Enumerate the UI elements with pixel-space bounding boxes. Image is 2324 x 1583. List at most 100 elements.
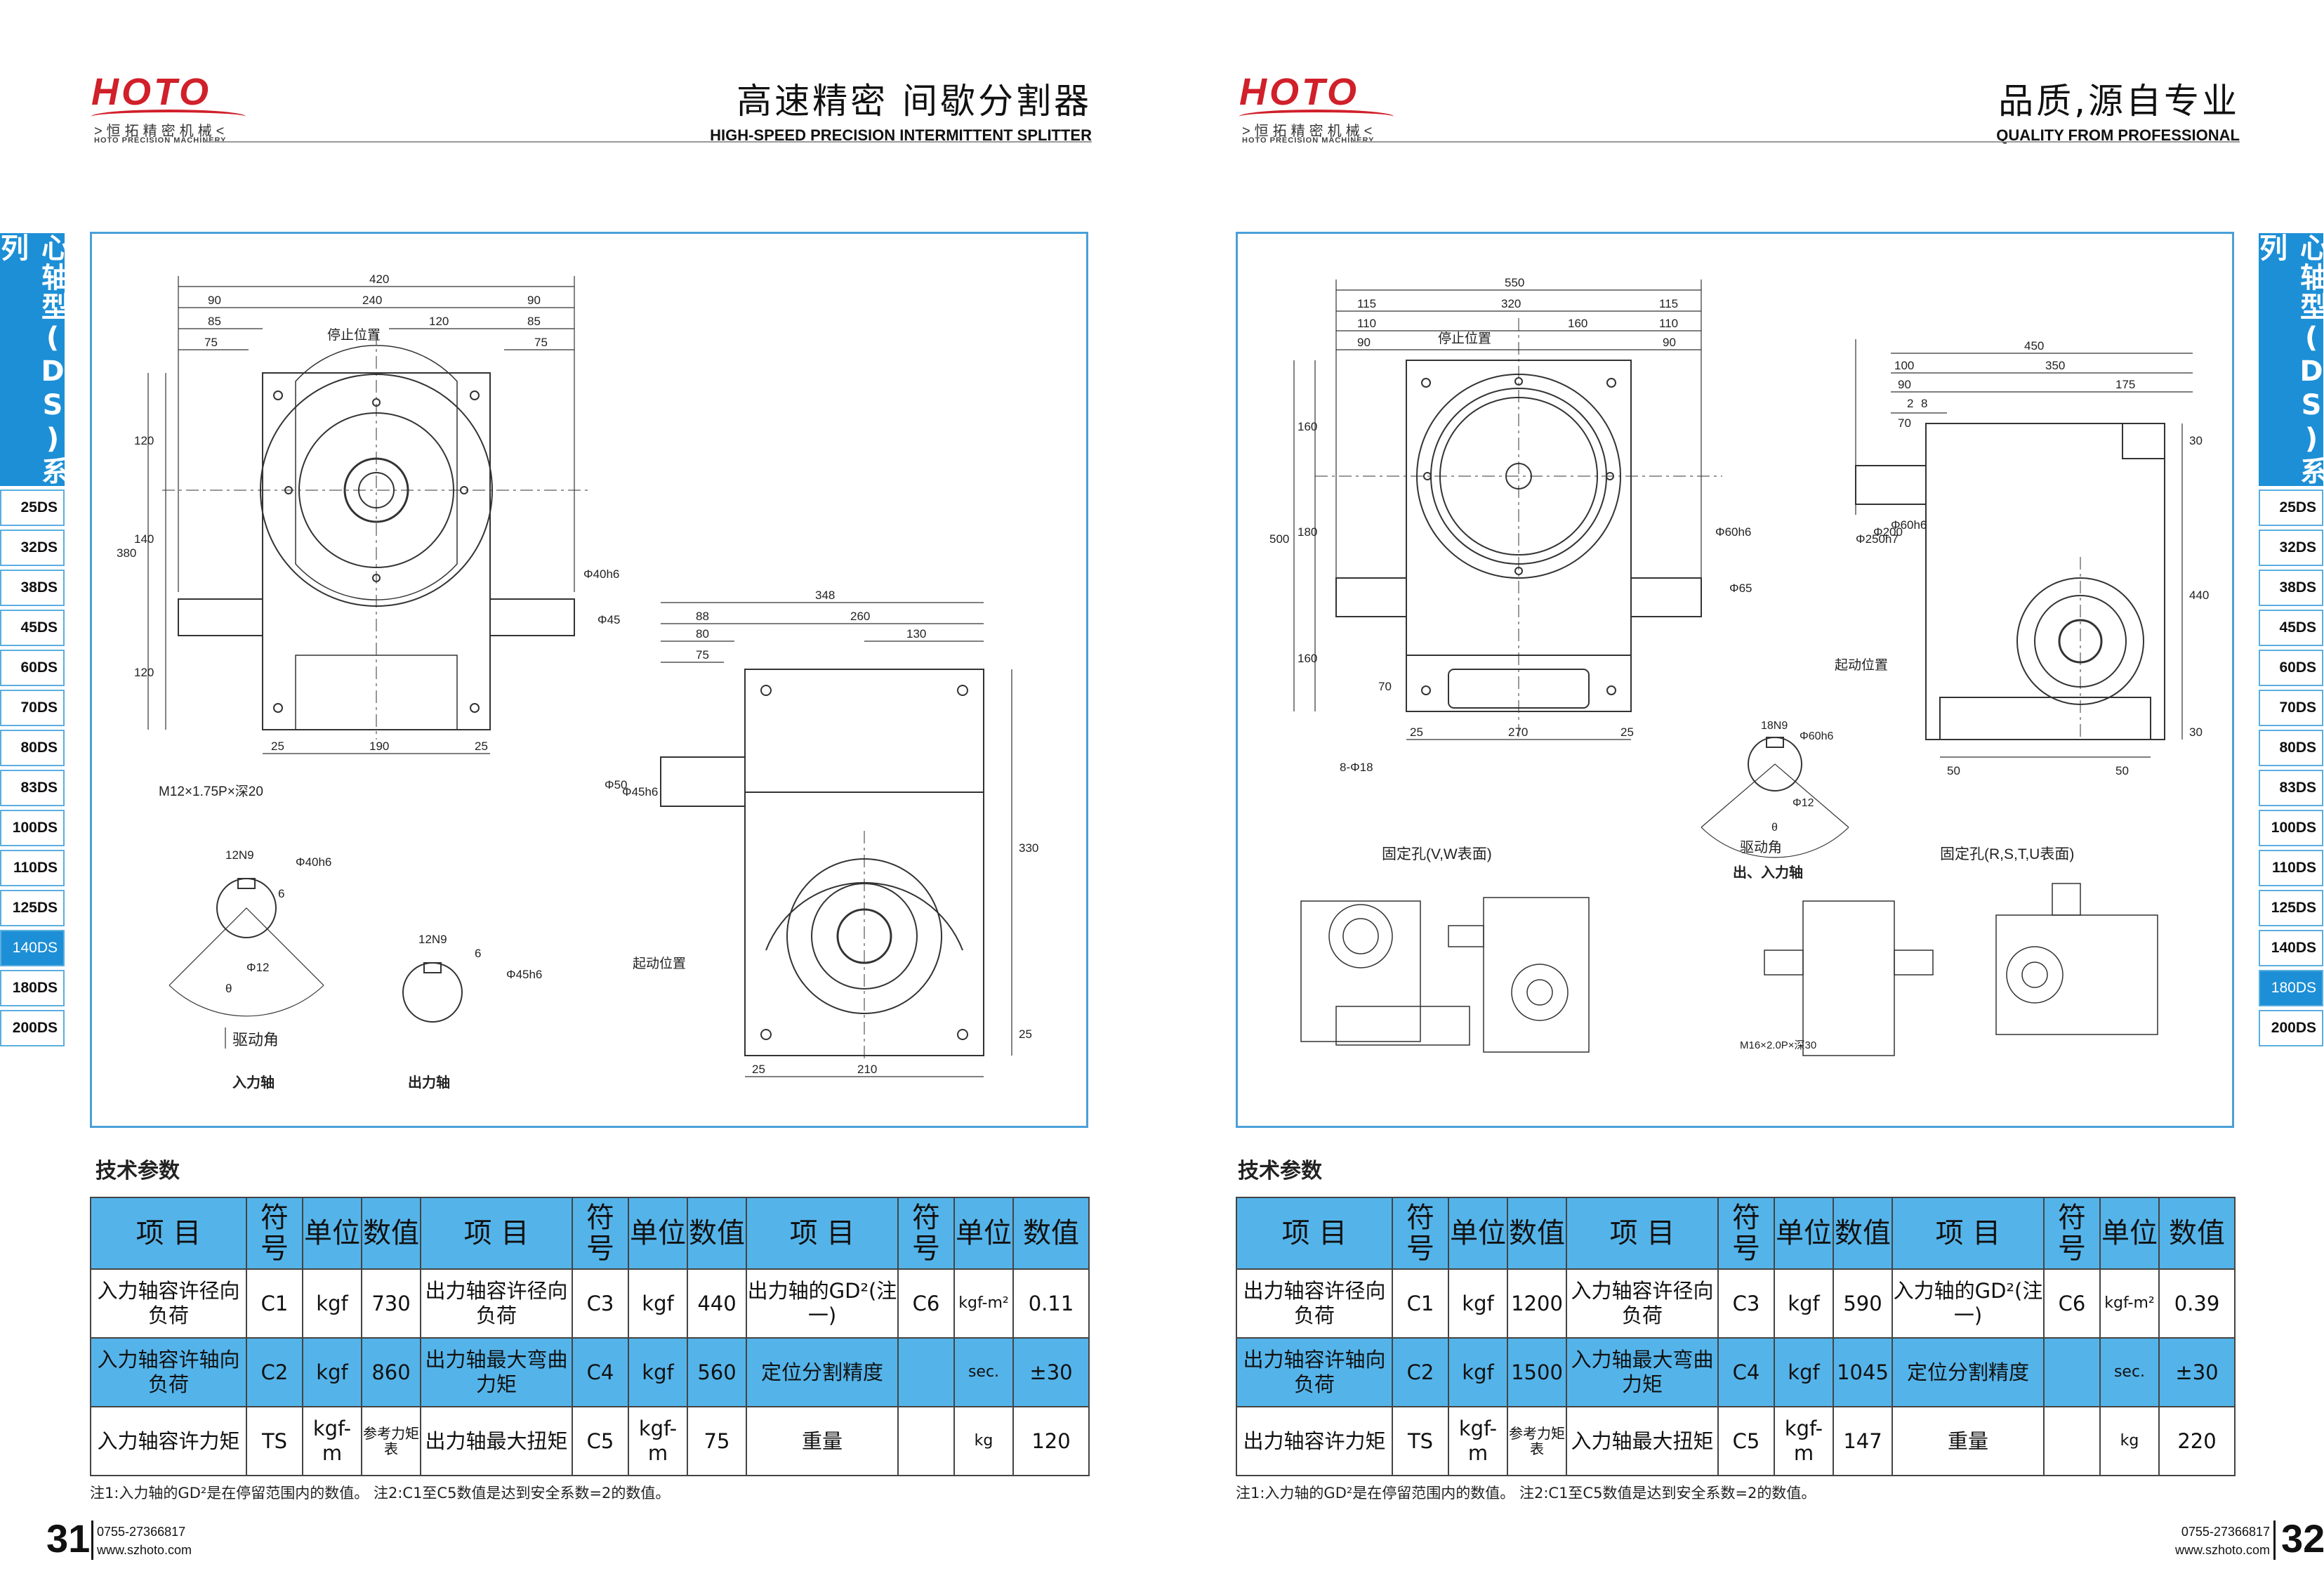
page-divider (2273, 1520, 2276, 1560)
io-shaft-label: 出、入力轴 (1733, 864, 1803, 881)
footnote: 注1:入力轴的GD²是在停留范围内的数值。 注2:C1至C5数值是达到安全系数=… (90, 1485, 671, 1502)
dim-text: 160 (1298, 420, 1317, 433)
model-item-140ds[interactable]: 140DS (0, 930, 65, 966)
dim-text: Φ200 (1873, 525, 1903, 539)
title-en: HIGH-SPEED PRECISION INTERMITTENT SPLITT… (710, 126, 1092, 144)
technical-drawing: 550 115 320 115 110 160 110 90 90 160 50… (1269, 276, 2209, 1056)
table-cell: 0.11 (1012, 1268, 1090, 1339)
model-item-100ds[interactable]: 100DS (0, 810, 65, 846)
model-item-83ds[interactable]: 83DS (2259, 770, 2323, 806)
model-item-45ds[interactable]: 45DS (2259, 610, 2323, 646)
model-item-180ds[interactable]: 180DS (2259, 970, 2323, 1006)
io-shaft-section (1701, 737, 1849, 858)
dim-text: 50 (1947, 764, 1960, 777)
model-item-80ds[interactable]: 80DS (0, 730, 65, 766)
model-item-25ds[interactable]: 25DS (2259, 490, 2323, 526)
model-item-70ds[interactable]: 70DS (0, 690, 65, 726)
header-cell: 符号 (897, 1197, 955, 1270)
dim-text: 6 (278, 887, 284, 900)
dim-text: 70 (1378, 680, 1392, 693)
model-item-83ds[interactable]: 83DS (0, 770, 65, 806)
fix-vw-label: 固定孔(V,W表面) (1382, 846, 1492, 862)
logo-cn: >恒拓精密机械< (1242, 124, 1377, 139)
dim-text: 90 (1357, 336, 1371, 349)
dim-text: 80 (696, 627, 709, 641)
model-item-38ds[interactable]: 38DS (0, 570, 65, 606)
model-item-80ds[interactable]: 80DS (2259, 730, 2323, 766)
header-cell: 数值 (687, 1197, 747, 1270)
model-item-60ds[interactable]: 60DS (0, 650, 65, 686)
dim-text: 100 (1894, 359, 1914, 372)
model-item-32ds[interactable]: 32DS (2259, 530, 2323, 566)
model-list: 25DS 32DS 38DS 45DS 60DS 70DS 80DS 83DS 100DS 110… (0, 490, 65, 1046)
drive-angle-label: 驱动角 (232, 1031, 279, 1049)
dim-text: 160 (1298, 652, 1317, 665)
model-item-140ds[interactable]: 140DS (2259, 930, 2323, 966)
dim-text: Φ12 (246, 961, 269, 974)
table-cell: C2 (246, 1337, 303, 1407)
header-cell: 数值 (2158, 1197, 2236, 1270)
table-cell (2043, 1406, 2101, 1476)
dim-text: 2 (1907, 397, 1913, 410)
footnote: 注1:入力轴的GD²是在停留范围内的数值。 注2:C1至C5数值是达到安全系数=… (1236, 1485, 1816, 1502)
dim-text: 70 (1898, 416, 1911, 430)
dim-text: Φ45 (597, 613, 620, 626)
dim-text: 210 (857, 1063, 877, 1076)
table-cell: kgf (1774, 1268, 1834, 1339)
header-cell: 单位 (1774, 1197, 1834, 1270)
front-view (162, 332, 590, 740)
table-cell: kgf-m (628, 1406, 688, 1476)
model-item-125ds[interactable]: 125DS (0, 890, 65, 926)
dim-text: 30 (2189, 434, 2203, 447)
dim-text: 18N9 (1761, 720, 1788, 732)
model-item-45ds[interactable]: 45DS (0, 610, 65, 646)
model-item-60ds[interactable]: 60DS (2259, 650, 2323, 686)
table-cell: 入力轴最大扭矩 (1566, 1406, 1719, 1476)
dim-text: Φ250h7 (1856, 532, 1899, 546)
table-cell: 220 (2158, 1406, 2236, 1476)
model-item-125ds[interactable]: 125DS (2259, 890, 2323, 926)
header-cell: 数值 (1833, 1197, 1893, 1270)
model-item-100ds[interactable]: 100DS (2259, 810, 2323, 846)
table-cell: C2 (1392, 1337, 1449, 1407)
dim-text: 115 (1357, 297, 1376, 310)
table-cell: C1 (246, 1268, 303, 1339)
table-cell: 出力轴的GD²(注一) (746, 1268, 899, 1339)
dim-text: 75 (534, 336, 548, 349)
side-view (660, 669, 984, 1063)
dim-text: Φ60h6 (1800, 730, 1833, 742)
header-cell: 项 目 (1236, 1197, 1393, 1270)
model-item-110ds[interactable]: 110DS (2259, 850, 2323, 886)
table-cell: 定位分割精度 (1891, 1337, 2045, 1407)
table-cell: sec. (953, 1337, 1014, 1407)
dim-text: 6 (475, 947, 481, 960)
table-cell: 出力轴容许径向负荷 (420, 1268, 573, 1339)
table-cell: 出力轴容许轴向负荷 (1236, 1337, 1393, 1407)
table-cell: kgf-m² (953, 1268, 1014, 1339)
model-item-38ds[interactable]: 38DS (2259, 570, 2323, 606)
model-item-70ds[interactable]: 70DS (2259, 690, 2323, 726)
table-cell: kgf (302, 1337, 362, 1407)
start-label: 起动位置 (1835, 657, 1888, 673)
title-zh: 高速精密 间歇分割器 (737, 81, 1092, 121)
table-cell: kg (2099, 1406, 2160, 1476)
model-item-32ds[interactable]: 32DS (0, 530, 65, 566)
logo-mark: HOTO (1239, 71, 1360, 113)
table-cell: kgf-m (1774, 1406, 1834, 1476)
model-item-110ds[interactable]: 110DS (0, 850, 65, 886)
model-item-200ds[interactable]: 200DS (2259, 1010, 2323, 1046)
model-item-180ds[interactable]: 180DS (0, 970, 65, 1006)
model-item-200ds[interactable]: 200DS (0, 1010, 65, 1046)
dim-text: 240 (362, 294, 382, 307)
table-cell: 定位分割精度 (746, 1337, 899, 1407)
logo-mark: HOTO (91, 71, 212, 113)
dim-text: 450 (2024, 339, 2044, 353)
header-cell: 单位 (953, 1197, 1014, 1270)
table-cell: ±30 (1012, 1337, 1090, 1407)
logo-swoosh (1239, 110, 1394, 117)
model-item-25ds[interactable]: 25DS (0, 490, 65, 526)
dim-text: Φ40h6 (296, 855, 331, 869)
